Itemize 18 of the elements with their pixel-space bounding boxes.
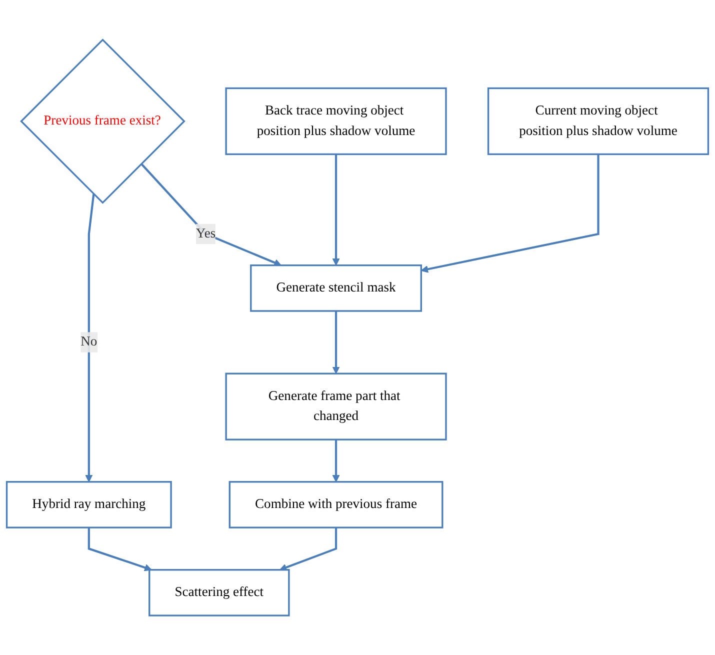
node-box: Back trace moving object position plus shadow volume <box>225 87 447 155</box>
arrow <box>332 310 340 374</box>
node-box: Generate frame part that changed <box>225 372 447 440</box>
arrow <box>85 194 95 482</box>
node-box: Scattering effect <box>148 568 290 616</box>
edge-label: Yes <box>196 226 216 241</box>
arrow <box>420 154 600 273</box>
node-box: Combine with previous frame <box>228 480 444 528</box>
arrow <box>280 527 338 571</box>
node-box: Generate stencil mask <box>250 264 422 312</box>
edge-label: No <box>80 334 98 349</box>
arrow <box>332 154 340 266</box>
arrow <box>88 527 152 572</box>
node-box: Hybrid ray marching <box>6 480 172 528</box>
node-box: Current moving object position plus shadow volume <box>487 87 710 155</box>
arrow <box>140 162 282 266</box>
node-diamond: Previous frame exist? <box>20 38 186 204</box>
arrow <box>332 439 340 482</box>
